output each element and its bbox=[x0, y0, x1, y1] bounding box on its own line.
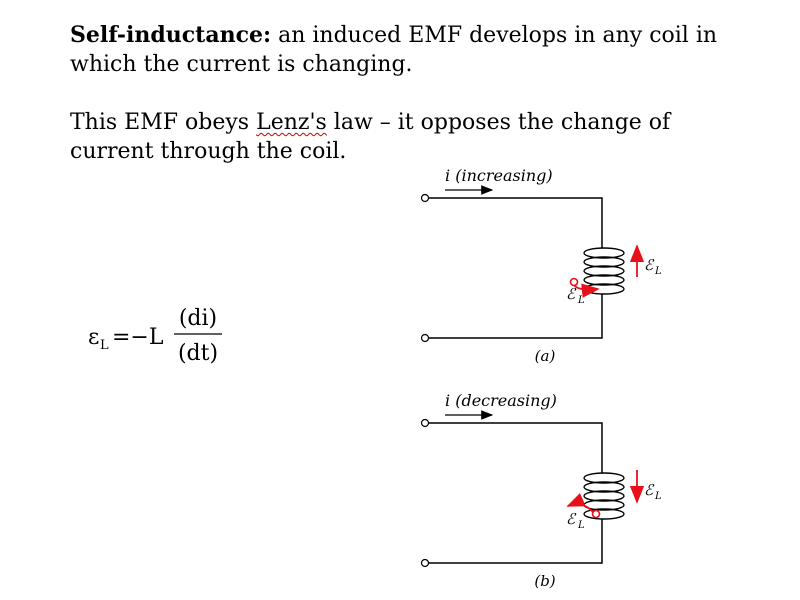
emf-label-right-a: ℰ bbox=[644, 256, 655, 274]
formula-equals-minus-L: =−L bbox=[112, 325, 164, 350]
term-self-inductance: Self-inductance: bbox=[70, 22, 272, 48]
emf-subscript-right-a: L bbox=[654, 266, 662, 277]
emf-arrow-curved-a bbox=[573, 283, 600, 298]
formula-epsilon: ε bbox=[88, 325, 99, 350]
wire-top-b bbox=[429, 422, 603, 473]
diagram-a: i (increasing) ℰ L ℰ L (a) bbox=[420, 166, 662, 365]
diagram-b: i (decreasing) ℰ L ℰ L (b) bbox=[420, 391, 662, 590]
emf-tail-circle-b bbox=[591, 509, 601, 519]
lenz-text-post: law – it opposes the change of current t… bbox=[70, 110, 671, 164]
terminal-top-a bbox=[420, 193, 430, 203]
formula-numerator: (di) bbox=[179, 306, 217, 331]
current-label-a: i (increasing) bbox=[445, 166, 553, 185]
lenz-text-pre: This EMF obeys bbox=[70, 110, 257, 135]
emf-label-left-b: ℰ bbox=[566, 510, 577, 528]
spellcheck-flagged-word[interactable]: Lenz's bbox=[256, 110, 327, 135]
inductance-formula: ε L =−L (di) (dt) bbox=[88, 306, 222, 366]
definition-text: an induced EMF develops in any coil in w… bbox=[70, 23, 718, 77]
terminal-top-b bbox=[420, 418, 430, 428]
terminal-bottom-a bbox=[420, 333, 430, 343]
emf-subscript-right-b: L bbox=[654, 491, 662, 502]
caption-b: (b) bbox=[534, 572, 555, 590]
paragraph-lenz: This EMF obeys Lenz's law – it opposes t… bbox=[70, 108, 730, 166]
emf-subscript-left-a: L bbox=[577, 295, 585, 306]
current-label-b: i (decreasing) bbox=[445, 391, 557, 410]
formula-epsilon-subscript: L bbox=[100, 338, 109, 353]
emf-label-right-b: ℰ bbox=[644, 481, 655, 499]
formula-denominator: (dt) bbox=[178, 341, 218, 366]
wire-bottom-a bbox=[429, 294, 603, 339]
coil-a bbox=[583, 247, 625, 295]
paragraph-self-inductance: Self-inductance: an induced EMF develops… bbox=[70, 21, 730, 79]
emf-subscript-left-b: L bbox=[577, 520, 585, 531]
wire-top-a bbox=[429, 197, 603, 248]
caption-a: (a) bbox=[535, 347, 556, 365]
emf-label-left-a: ℰ bbox=[566, 285, 577, 303]
coil-b bbox=[583, 472, 625, 520]
terminal-bottom-b bbox=[420, 558, 430, 568]
emf-arrow-curved-b bbox=[566, 493, 594, 513]
wire-bottom-b bbox=[429, 519, 603, 564]
